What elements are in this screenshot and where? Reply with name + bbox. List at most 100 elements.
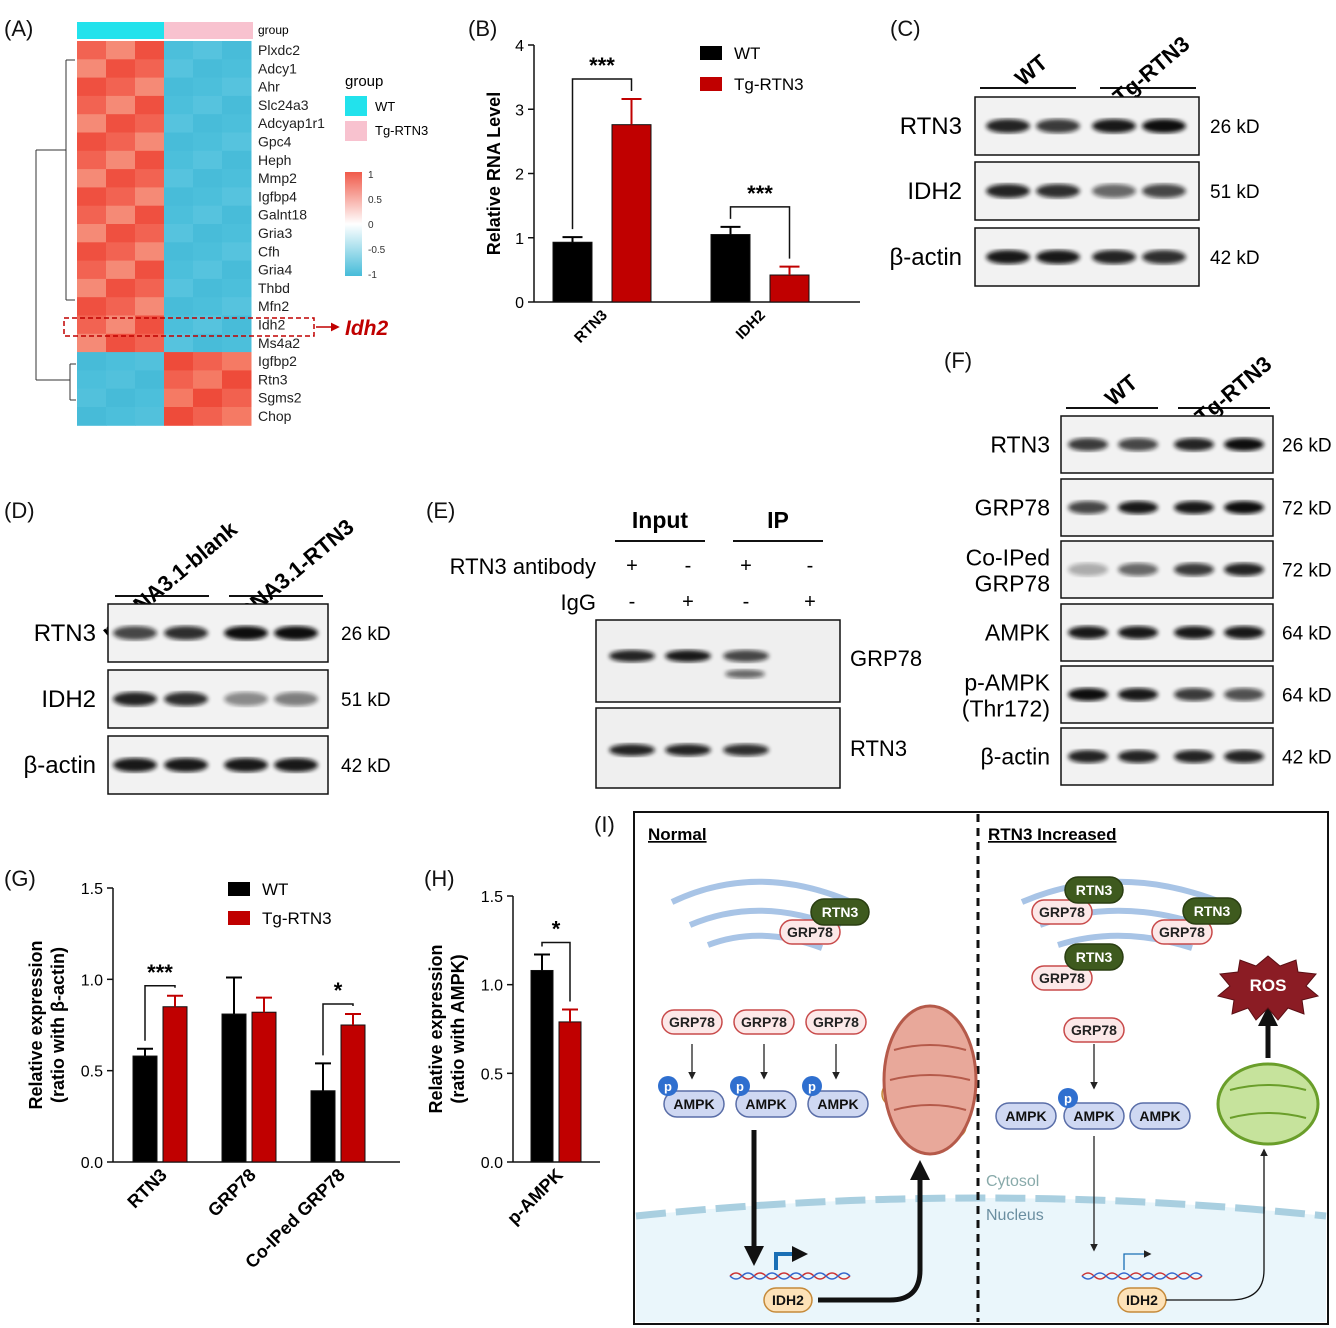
ros-burst: ROS: [1216, 955, 1320, 1021]
molecular-weight-label: 42 kD: [1210, 248, 1260, 269]
blot-band: [1036, 184, 1080, 198]
category-label: IDH2: [733, 307, 769, 343]
blot-band: [1174, 688, 1214, 701]
heatmap-cell: [164, 187, 194, 207]
ip-group-label: IP: [767, 507, 789, 533]
heatmap-cell: [193, 407, 223, 426]
blot-band: [725, 669, 765, 679]
blot-band: [723, 650, 769, 662]
sign: +: [626, 555, 638, 577]
ampk-label: AMPK: [1139, 1108, 1180, 1124]
significance-bracket: [729, 206, 791, 259]
ampk-label: AMPK: [673, 1096, 714, 1112]
heatmap-cell: [164, 150, 194, 170]
dna-increased: [1081, 1250, 1203, 1280]
panel-label-c: (C): [890, 16, 921, 41]
legend-swatch-tg: [345, 121, 367, 141]
heatmap-cell: [106, 260, 136, 280]
gene-label: Igfbp2: [258, 353, 297, 369]
blot-band: [274, 758, 318, 772]
legend-label: Tg-RTN3: [734, 75, 804, 94]
gene-label: Gria3: [258, 225, 292, 241]
heatmap-cell: [106, 370, 136, 390]
scale-tick-label: -1: [368, 270, 377, 281]
legend-swatch: [228, 882, 250, 896]
gene-label: Slc24a3: [258, 97, 309, 113]
gene-label: Galnt18: [258, 207, 307, 223]
cytosol-label: Cytosol: [986, 1173, 1039, 1190]
phospho-circle: [658, 1076, 678, 1096]
grp78-label: GRP78: [1039, 904, 1085, 920]
molecular-weight-label: 26 kD: [1282, 436, 1332, 457]
phospho-label: p: [736, 1079, 744, 1094]
blot-row-label-2: (Thr172): [962, 696, 1050, 722]
rtn3-label: RTN3: [1194, 903, 1231, 919]
heatmap-cell: [135, 132, 165, 152]
scale-tick-label: 0.5: [368, 195, 382, 206]
bar: [530, 969, 554, 1163]
gene-label: Chop: [258, 408, 292, 424]
blot-band: [986, 184, 1030, 198]
heatmap-cell: [135, 315, 165, 335]
rtn3-shape: [1064, 876, 1124, 904]
error-bar: [345, 1013, 361, 1025]
gene-label: Rtn3: [258, 371, 288, 387]
heatmap-cell: [222, 370, 252, 390]
heatmap-cell: [193, 297, 223, 316]
heatmap-cell: [222, 333, 252, 353]
molecular-weight-label: 42 kD: [1282, 748, 1332, 769]
panel-label-f: (F): [944, 348, 972, 373]
y-tick-label: 1: [515, 231, 524, 248]
sign: -: [629, 591, 636, 613]
heatmap-cell: [222, 77, 252, 97]
blot-row-label: Co-IPed: [966, 545, 1050, 571]
bar: [769, 274, 810, 303]
heatmap-cell: [77, 59, 107, 79]
heatmap-cell: [222, 59, 252, 79]
heatmap-cell: [164, 260, 194, 280]
heatmap-cell: [135, 114, 165, 133]
heatmap-cell: [164, 132, 194, 152]
panel-label-e: (E): [426, 498, 455, 523]
heatmap-cell: [106, 205, 136, 225]
blot-band: [1174, 750, 1214, 763]
error-bar: [720, 225, 741, 235]
heatmap-cell: [193, 370, 223, 390]
heatmap-cell: [77, 41, 107, 60]
blot-band: [1224, 688, 1264, 701]
heatmap-cell: [135, 370, 165, 390]
gene-label: Igfbp4: [258, 188, 297, 204]
blot-band: [1068, 750, 1108, 763]
heatmap-cell: [77, 278, 107, 298]
blot-band: [113, 626, 157, 640]
heatmap-cell: [135, 187, 165, 207]
heatmap-cell: [135, 59, 165, 79]
blot-band: [1092, 119, 1136, 133]
heatmap-cell: [77, 224, 107, 243]
heatmap-cell: [106, 59, 136, 79]
heatmap-cell: [77, 242, 107, 262]
heatmap-cell: [222, 407, 252, 426]
molecular-weight-label: 51 kD: [1210, 182, 1260, 203]
sign: +: [740, 555, 752, 577]
heatmap-cell: [164, 333, 194, 353]
error-bar: [256, 996, 272, 1013]
gene-label: Sgms2: [258, 390, 302, 406]
blot-band: [1142, 250, 1186, 264]
scale-tick-label: 0: [368, 220, 374, 231]
blot-band: [1068, 688, 1108, 701]
legend-swatch-wt: [345, 96, 367, 116]
heatmap-cell: [164, 41, 194, 60]
arrows-normal: [688, 1044, 840, 1080]
blot-band: [1036, 250, 1080, 264]
molecular-weight-label: 64 kD: [1282, 624, 1332, 645]
idh2-label: IDH2: [1126, 1292, 1158, 1308]
significance-stars: *: [334, 978, 343, 1003]
heatmap-cell: [77, 297, 107, 316]
blot-row-label: β-actin: [24, 752, 97, 779]
blot-band: [986, 250, 1030, 264]
blot-band: [1118, 563, 1158, 576]
